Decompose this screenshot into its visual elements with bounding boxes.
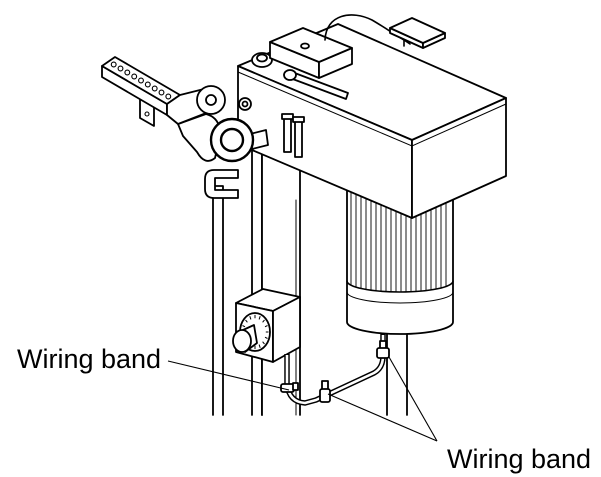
top-plate-top — [389, 17, 446, 44]
terminal-box-top — [269, 27, 353, 63]
holder-hole — [124, 69, 131, 76]
wiring-band — [280, 382, 299, 393]
callout-right: Wiring band — [327, 356, 591, 474]
leader-line — [327, 393, 438, 442]
leader-line — [167, 360, 290, 391]
terminal-screw — [300, 42, 310, 50]
band-strap — [319, 388, 331, 403]
motor — [346, 183, 454, 416]
box-right-face — [411, 97, 507, 219]
leader-line — [388, 356, 438, 442]
band-strap — [376, 347, 390, 359]
bolt-head — [292, 116, 305, 123]
band-lock-head — [292, 382, 299, 391]
wiring-band — [376, 340, 390, 359]
dial-tick — [258, 316, 261, 320]
column-mount-bolts — [281, 113, 305, 158]
motor-end-ring — [346, 291, 454, 304]
box-top-fittings — [251, 14, 446, 100]
eye-bolt-hole — [219, 127, 245, 153]
main-column — [251, 149, 301, 416]
dial-tick — [262, 341, 265, 345]
callout-label: Wiring band — [17, 344, 161, 374]
callout-left: Wiring band — [17, 344, 290, 391]
timer-knob — [232, 329, 252, 353]
hinge-pin — [205, 94, 217, 106]
bolt-head — [281, 113, 294, 120]
holder-hole — [110, 61, 117, 68]
dial-tick — [264, 325, 268, 328]
holder-hole — [144, 81, 151, 88]
arm-nut-hole — [241, 100, 249, 108]
callout-label: Wiring band — [447, 444, 591, 474]
mount-bolt — [294, 120, 303, 158]
holder-hole — [138, 77, 144, 84]
rod-clamp-bracket — [204, 169, 239, 199]
motor-housing — [346, 183, 454, 335]
holder-hole — [151, 85, 158, 92]
column-front-face — [261, 153, 301, 416]
dial-tick — [258, 344, 261, 348]
top-rod-head — [283, 69, 297, 81]
holder-arm-assembly — [101, 56, 269, 163]
holder-hole — [131, 73, 138, 80]
holder-hole — [158, 89, 165, 96]
dial-tick — [242, 325, 246, 328]
column-side-face — [251, 149, 263, 416]
fin-base-ring — [346, 280, 454, 293]
dial-tick — [264, 336, 268, 339]
mount-bolt — [283, 117, 292, 153]
wiring-band — [319, 380, 331, 403]
dial-tick — [262, 319, 265, 323]
arm-link-lower — [177, 113, 221, 162]
holder-holes — [110, 61, 172, 100]
support-rod-body — [212, 185, 224, 416]
dial-tick — [249, 316, 252, 320]
box-lid-seam — [237, 71, 507, 147]
holder-tab-hole — [144, 111, 150, 117]
timer-control-unit — [232, 288, 301, 363]
timer-side-face — [272, 296, 301, 363]
dial-tick — [245, 319, 248, 323]
left-support-rod — [204, 169, 239, 416]
holder-hole — [117, 65, 124, 72]
cable-gland-inner — [256, 53, 268, 63]
holder-hole — [165, 93, 172, 100]
